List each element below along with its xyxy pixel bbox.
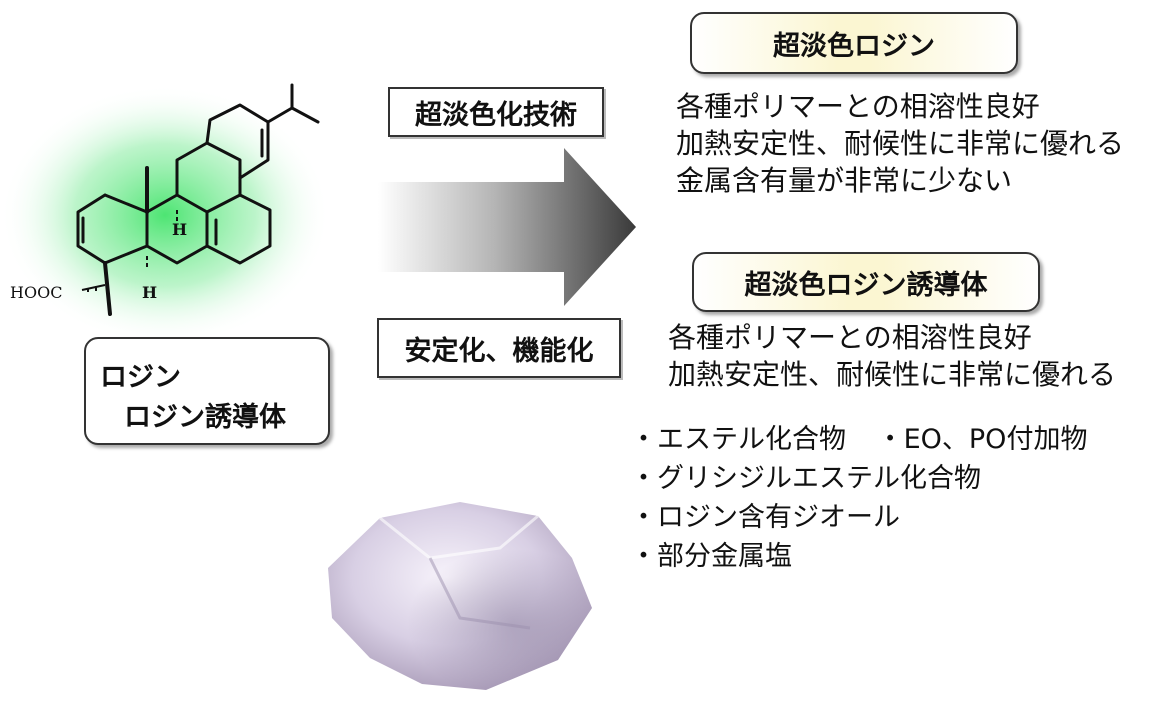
h-label-bottom: H (142, 283, 157, 302)
green-glow (0, 85, 330, 345)
cooh-label: HOOC (10, 283, 62, 302)
product1-title-box: 超淡色ロジン (690, 12, 1018, 74)
derivative-item: ・ロジン含有ジオール (630, 502, 900, 533)
derivative-item: ・エステル化合物 (630, 424, 846, 455)
source-label-derivative: ロジン誘導体 (124, 402, 286, 433)
h-label-top: H (172, 220, 187, 239)
derivative-item: ・部分金属塩 (630, 541, 792, 572)
product1-features: 各種ポリマーとの相溶性良好 加熱安定性、耐候性に非常に優れる 金属含有量が非常に… (676, 88, 1124, 199)
product2-features: 各種ポリマーとの相溶性良好 加熱安定性、耐候性に非常に優れる (668, 319, 1116, 393)
rosin-structure-drawing: HOOC H H (0, 83, 330, 345)
product1-title: 超淡色ロジン (773, 30, 935, 62)
right-arrow-icon (378, 148, 636, 306)
rosin-photo (310, 488, 610, 698)
arrow-label-top: 超淡色化技術 (388, 87, 604, 137)
product2-feature: 各種ポリマーとの相溶性良好 (668, 321, 1032, 354)
source-label-rosin: ロジン (100, 362, 181, 393)
product1-feature: 金属含有量が非常に少ない (676, 164, 1013, 197)
product1-feature: 加熱安定性、耐候性に非常に優れる (676, 127, 1125, 160)
source-box: ロジン ロジン誘導体 (84, 337, 330, 445)
derivative-row: ・エステル化合物 ・EO、PO付加物 (630, 420, 1087, 459)
product2-title: 超淡色ロジン誘導体 (744, 269, 988, 301)
derivative-list: ・エステル化合物 ・EO、PO付加物 ・グリシジルエステル化合物 ・ロジン含有ジ… (630, 420, 1087, 576)
rosin-lump-image (328, 502, 592, 690)
derivative-item: ・EO、PO付加物 (876, 424, 1088, 455)
rosin-structure: HOOC H H (0, 60, 340, 350)
arrow-label-bottom: 安定化、機能化 (377, 318, 621, 378)
product2-feature: 加熱安定性、耐候性に非常に優れる (668, 358, 1117, 391)
derivative-item: ・グリシジルエステル化合物 (630, 463, 981, 494)
product1-feature: 各種ポリマーとの相溶性良好 (676, 90, 1040, 123)
process-arrow (378, 148, 638, 306)
product2-title-box: 超淡色ロジン誘導体 (692, 252, 1040, 312)
